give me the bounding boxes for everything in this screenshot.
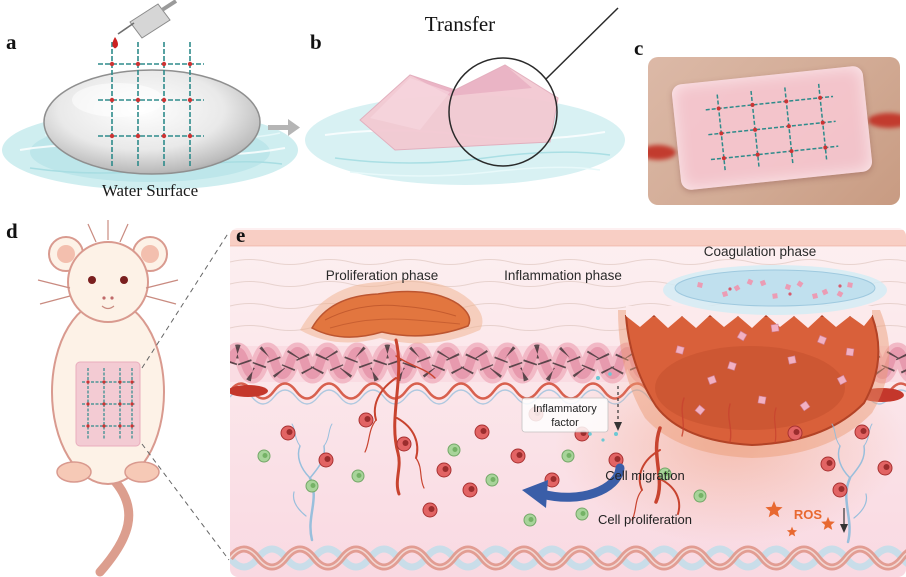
step-arrow-icon	[268, 119, 300, 136]
skin-cross-section: Inflammatory factor	[230, 228, 906, 577]
cell-migration-label: Cell migration	[605, 468, 684, 483]
coagulation-phase-label: Coagulation phase	[704, 244, 817, 259]
blood-vessel-blue-right	[831, 423, 873, 544]
zoom-connector-dashes	[141, 231, 230, 561]
panel-a-illustration: Water Surface	[2, 0, 300, 200]
mouse-head	[37, 220, 179, 323]
inflammatory-factor-label-line1: Inflammatory	[533, 403, 597, 415]
mouse-tail	[95, 473, 134, 577]
mouse-whiskers	[37, 220, 179, 305]
cell-proliferation-label: Cell proliferation	[598, 512, 692, 527]
mouse-illustration	[37, 220, 230, 577]
water-droplet	[43, 69, 261, 175]
wound-dressing-photo	[648, 57, 900, 205]
wound-edge-right	[868, 113, 900, 128]
inflammation-wound	[618, 306, 890, 458]
ros-annotation	[765, 501, 848, 537]
panel-label-d: d	[6, 219, 18, 243]
syringe-icon	[112, 0, 178, 49]
abdominal-patch	[75, 361, 141, 447]
transferred-film	[359, 64, 559, 151]
cell-migration-arrow	[522, 463, 625, 508]
membrane-tick-marks	[230, 344, 906, 382]
inflammation-phase-label: Inflammation phase	[504, 268, 622, 283]
inflammatory-factor-callout: Inflammatory factor	[521, 372, 622, 442]
blood-vessel-red-left	[364, 338, 436, 496]
proliferation-phase-label: Proliferation phase	[326, 268, 439, 283]
panel-label-e: e	[236, 223, 246, 247]
panel-label-c: c	[634, 36, 644, 60]
mouse-eye-right	[120, 276, 128, 284]
blood-vessel-red-center	[631, 397, 777, 521]
film-on-skin	[670, 65, 874, 191]
transfer-title: Transfer	[425, 12, 495, 36]
ros-decrease-arrow-icon	[840, 508, 848, 533]
panel-label-b: b	[310, 30, 322, 54]
ros-label: ROS	[794, 507, 823, 522]
cytokine-dots	[588, 372, 618, 442]
stratum-corneum-band	[230, 230, 906, 246]
mof-lattice-on-film	[705, 83, 839, 173]
coagulation-clot	[663, 265, 887, 315]
mouse-eye-left	[88, 276, 96, 284]
inflammatory-factor-label-line2: factor	[551, 417, 579, 429]
red-drop-icon	[112, 37, 118, 49]
wound-edge-left	[648, 145, 676, 160]
magnifier-loop-icon	[448, 7, 619, 167]
mof-lattice	[98, 42, 204, 166]
deep-vessel-rope	[230, 545, 906, 571]
decrease-arrow-icon	[614, 386, 622, 431]
water-surface-caption: Water Surface	[102, 181, 198, 200]
panel-label-a: a	[6, 30, 17, 54]
panel-b-illustration: Transfer	[305, 7, 625, 185]
proliferation-wound	[300, 280, 483, 344]
